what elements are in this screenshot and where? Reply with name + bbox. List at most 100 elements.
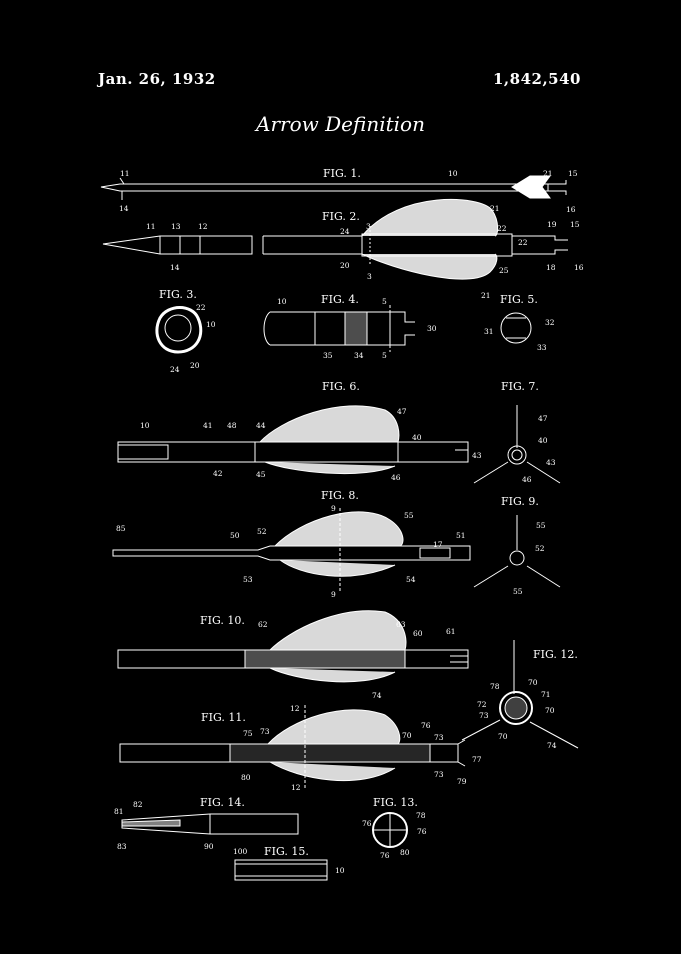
fig12-label: FIG. 12. bbox=[533, 648, 578, 661]
callout-55: 55 bbox=[513, 587, 523, 596]
fig10-label: FIG. 10. bbox=[200, 614, 245, 627]
fig6-label: FIG. 6. bbox=[322, 380, 360, 393]
callout-10: 10 bbox=[448, 169, 458, 178]
callout-47: 47 bbox=[538, 414, 548, 423]
callout-51: 51 bbox=[456, 531, 466, 540]
callout-40: 40 bbox=[412, 433, 422, 442]
callout-76: 76 bbox=[417, 827, 427, 836]
fig14-label: FIG. 14. bbox=[200, 796, 245, 809]
fig6-fletched-shaft bbox=[117, 405, 469, 474]
callout-22: 22 bbox=[196, 303, 206, 312]
callout-61: 61 bbox=[446, 627, 456, 636]
callout-70: 70 bbox=[545, 706, 555, 715]
callout-13: 13 bbox=[171, 222, 181, 231]
callout-12: 12 bbox=[290, 704, 300, 713]
fig9-end-view bbox=[473, 515, 561, 588]
callout-40: 40 bbox=[538, 436, 548, 445]
callout-71: 71 bbox=[541, 690, 551, 699]
fig5-nock-end bbox=[500, 312, 532, 344]
fig15-shaft bbox=[234, 859, 328, 881]
callout-75: 75 bbox=[243, 729, 253, 738]
callout-12: 12 bbox=[291, 783, 301, 792]
callout-73: 73 bbox=[479, 711, 489, 720]
callout-47: 47 bbox=[397, 407, 407, 416]
callout-62: 62 bbox=[258, 620, 268, 629]
fig2-arrow-detail bbox=[102, 198, 568, 280]
callout-32: 32 bbox=[545, 318, 555, 327]
callout-5: 5 bbox=[382, 297, 387, 306]
callout-34: 34 bbox=[354, 351, 364, 360]
callout-70: 70 bbox=[402, 731, 412, 740]
fig10-arrow bbox=[117, 610, 469, 683]
patent-number: 1,842,540 bbox=[492, 70, 581, 88]
callout-46: 46 bbox=[522, 475, 532, 484]
callout-81: 81 bbox=[114, 807, 124, 816]
fig3-label: FIG. 3. bbox=[159, 288, 197, 301]
callout-10: 10 bbox=[335, 866, 345, 875]
callout-83: 83 bbox=[117, 842, 127, 851]
callout-78: 78 bbox=[416, 811, 426, 820]
callout-53: 53 bbox=[243, 575, 253, 584]
callout-79: 79 bbox=[457, 777, 467, 786]
callout-77: 77 bbox=[472, 755, 482, 764]
callout-52: 52 bbox=[535, 544, 545, 553]
callout-12: 12 bbox=[198, 222, 208, 231]
callout-11: 11 bbox=[120, 169, 130, 178]
callout-22: 22 bbox=[497, 224, 507, 233]
callout-76: 76 bbox=[421, 721, 431, 730]
page-title: Arrow Definition bbox=[256, 112, 425, 136]
fig8-arrow bbox=[112, 508, 471, 592]
fig2-label: FIG. 2. bbox=[322, 210, 360, 223]
callout-24: 24 bbox=[340, 227, 350, 236]
fig11-arrow bbox=[119, 705, 466, 790]
callout-55: 55 bbox=[404, 511, 414, 520]
callout-31: 31 bbox=[484, 327, 494, 336]
patent-date: Jan. 26, 1932 bbox=[98, 70, 216, 88]
callout-45: 45 bbox=[256, 470, 266, 479]
callout-20: 20 bbox=[190, 361, 200, 370]
callout-21: 21 bbox=[543, 169, 553, 178]
fig5-label: FIG. 5. bbox=[500, 293, 538, 306]
callout-18: 18 bbox=[546, 263, 556, 272]
callout-43: 43 bbox=[546, 458, 556, 467]
callout-76: 76 bbox=[362, 819, 372, 828]
callout-19: 19 bbox=[547, 220, 557, 229]
callout-5: 5 bbox=[382, 351, 387, 360]
fig9-label: FIG. 9. bbox=[501, 495, 539, 508]
callout-70: 70 bbox=[528, 678, 538, 687]
callout-25: 25 bbox=[499, 266, 509, 275]
fig4-label: FIG. 4. bbox=[321, 293, 359, 306]
callout-41: 41 bbox=[203, 421, 213, 430]
callout-78: 78 bbox=[490, 682, 500, 691]
callout-76: 76 bbox=[380, 851, 390, 860]
callout-80: 80 bbox=[400, 848, 410, 857]
callout-17: 17 bbox=[433, 540, 443, 549]
callout-20: 20 bbox=[340, 261, 350, 270]
callout-70: 70 bbox=[498, 732, 508, 741]
callout-10: 10 bbox=[140, 421, 150, 430]
callout-46: 46 bbox=[391, 473, 401, 482]
fig1-label: FIG. 1. bbox=[323, 167, 361, 180]
callout-21: 21 bbox=[490, 204, 500, 213]
callout-44: 44 bbox=[256, 421, 266, 430]
callout-82: 82 bbox=[133, 800, 143, 809]
callout-73: 73 bbox=[434, 770, 444, 779]
callout-11: 11 bbox=[146, 222, 156, 231]
callout-14: 14 bbox=[170, 263, 180, 272]
callout-54: 54 bbox=[406, 575, 416, 584]
fig15-label: FIG. 15. bbox=[264, 845, 309, 858]
callout-48: 48 bbox=[227, 421, 237, 430]
fig13-label: FIG. 13. bbox=[373, 796, 418, 809]
callout-33: 33 bbox=[537, 343, 547, 352]
callout-72: 72 bbox=[477, 700, 487, 709]
callout-60: 60 bbox=[413, 629, 423, 638]
callout-15: 15 bbox=[570, 220, 580, 229]
fig7-end-view bbox=[473, 405, 561, 484]
callout-52: 52 bbox=[257, 527, 267, 536]
fig11-label: FIG. 11. bbox=[201, 711, 246, 724]
callout-22: 22 bbox=[518, 238, 528, 247]
callout-73: 73 bbox=[434, 733, 444, 742]
callout-9: 9 bbox=[331, 504, 336, 513]
fig3-section bbox=[155, 306, 203, 354]
